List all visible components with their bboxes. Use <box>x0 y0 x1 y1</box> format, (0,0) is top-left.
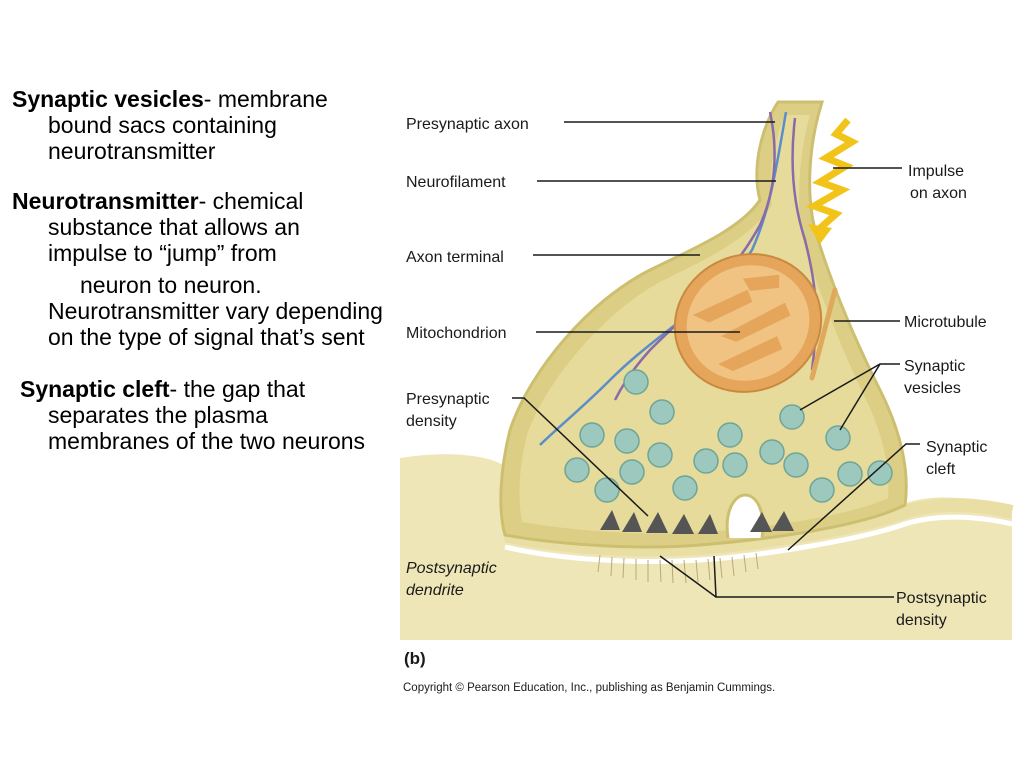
label-presynaptic-density: Presynaptic <box>406 391 490 408</box>
leader-synaptic-vesicles <box>839 363 881 431</box>
label-microtubule: Microtubule <box>904 314 987 331</box>
definition-text: - membrane bound sacs containing neurotr… <box>48 86 328 164</box>
definition-continuation: neuron to neuron. <box>80 272 262 298</box>
impulse-arrowhead <box>808 224 832 244</box>
label-postsynaptic-density: density <box>896 612 947 629</box>
label-neurofilament: Neurofilament <box>406 174 506 191</box>
definition-synaptic-vesicles: Synaptic vesicles- membrane bound sacs c… <box>12 86 384 164</box>
label-synaptic-cleft: Synaptic <box>926 439 987 456</box>
leader-postsynaptic-density <box>659 555 717 598</box>
label-impulse-on-axon: Impulse <box>908 163 964 180</box>
postsynaptic-membrane-line <box>504 514 1013 564</box>
definition-neurotransmitter: Neurotransmitter- chemical substance tha… <box>12 188 384 266</box>
leader-synaptic-cleft <box>787 443 920 551</box>
definition-term: Synaptic cleft <box>20 376 170 402</box>
copyright-notice: Copyright © Pearson Education, Inc., pub… <box>403 682 775 694</box>
label-postsynaptic-dendrite: Postsynaptic <box>406 560 497 577</box>
label-postsynaptic-dendrite: dendrite <box>406 582 464 599</box>
presynaptic-density <box>600 510 794 534</box>
label-synaptic-cleft: cleft <box>926 461 956 478</box>
label-mitochondrion: Mitochondrion <box>406 325 507 342</box>
label-postsynaptic-density: Postsynaptic <box>896 590 987 607</box>
synaptic-vesicles <box>564 369 893 503</box>
definition-term: Synaptic vesicles <box>12 86 204 112</box>
synapse-figure: Presynaptic axon Neurofilament Axon term… <box>396 82 1016 702</box>
microtubule <box>809 287 838 381</box>
definition-term: Neurotransmitter <box>12 188 199 214</box>
definitions-panel: Synaptic vesicles- membrane bound sacs c… <box>12 86 384 454</box>
impulse-bolt <box>805 117 860 233</box>
label-impulse-on-axon: on axon <box>910 185 967 202</box>
label-axon-terminal: Axon terminal <box>406 249 504 266</box>
definition-text: - chemical substance that allows an impu… <box>48 188 304 266</box>
postsynaptic-density-fibres <box>597 552 759 584</box>
label-synaptic-vesicles: Synaptic <box>904 358 965 375</box>
definition-synaptic-cleft: Synaptic cleft- the gap that separates t… <box>12 376 384 454</box>
synapse-diagram: Presynaptic axon Neurofilament Axon term… <box>400 100 1014 694</box>
mitochondrion <box>673 253 823 393</box>
panel-label: (b) <box>404 649 426 668</box>
definition-continuation: Neurotransmitter vary depending on the t… <box>48 298 383 350</box>
label-synaptic-vesicles: vesicles <box>904 380 961 397</box>
postsynaptic-membrane <box>503 498 1014 557</box>
label-presynaptic-density: density <box>406 413 457 430</box>
definition-text: - the gap that separates the plasma memb… <box>48 376 366 454</box>
leader-presynaptic-density <box>512 397 649 517</box>
label-presynaptic-axon: Presynaptic axon <box>406 116 529 133</box>
